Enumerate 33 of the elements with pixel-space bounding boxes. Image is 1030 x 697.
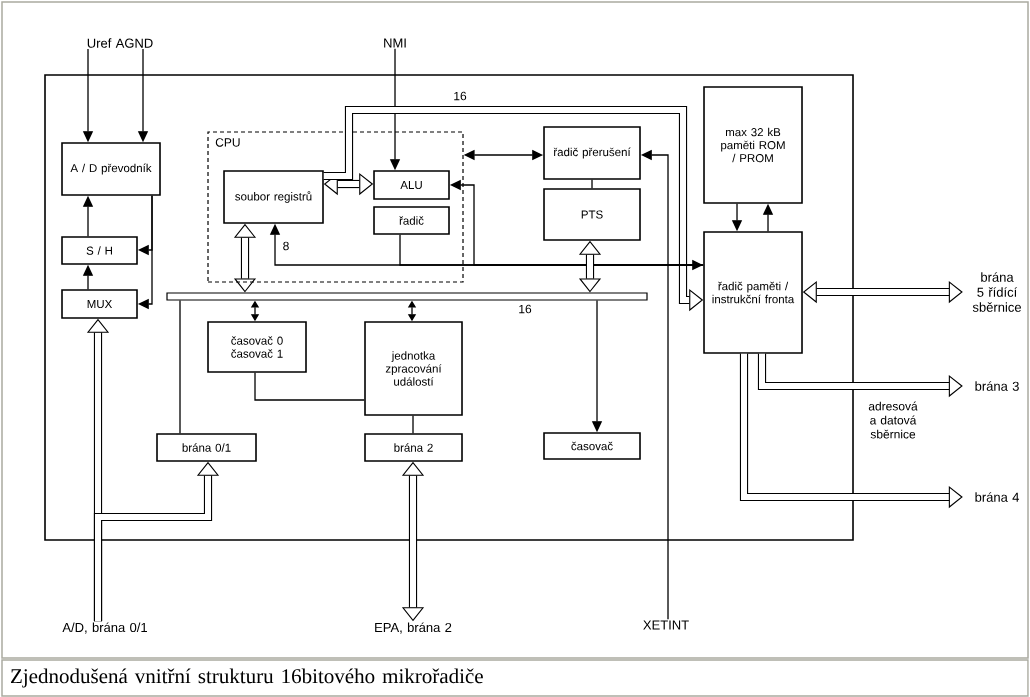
block-box: jednotka zpracování událostí <box>364 321 463 416</box>
connector-line <box>254 372 365 401</box>
block-box: A / D převodník <box>61 142 161 196</box>
bus-bar <box>166 292 648 301</box>
block-box: S / H <box>61 236 138 265</box>
signal-label: XETINT <box>643 620 689 630</box>
block-box: řadič paměti / instrukční fronta <box>703 231 803 354</box>
bus-width-label: 8 <box>283 241 289 251</box>
bus-width-label: 16 <box>454 91 467 101</box>
connector-line <box>412 415 414 434</box>
block-box: MUX <box>61 289 138 319</box>
signal-label: brána 5 řídící sběrnice <box>972 272 1021 312</box>
signal-label: NMI <box>384 38 406 48</box>
block-box: ALU <box>373 170 450 200</box>
signal-label: brána 4 <box>975 492 1020 502</box>
signal-label: brána 3 <box>975 381 1019 391</box>
signal-label: EPA, brána 2 <box>375 622 452 634</box>
block-box: max 32 kB paměti ROM / PROM <box>703 86 803 204</box>
caption-box: Zjednodušená vnitřní strukturu 16bitového mikrořadiče <box>1 659 1029 697</box>
block-box: PTS <box>543 188 641 241</box>
signal-label: Uref AGND <box>87 38 153 48</box>
block-box: brána 0/1 <box>156 433 257 462</box>
block-box: brána 2 <box>364 433 463 462</box>
connector-line <box>179 299 181 434</box>
signal-label: A/D, brána 0/1 <box>62 622 147 634</box>
chip-outline <box>44 74 854 541</box>
block-box: řadič přerušení <box>543 126 641 180</box>
block-box: soubor registrů <box>223 170 324 224</box>
bus-label: adresová a datová sběrnice <box>868 401 918 439</box>
block-box: časovač 0 časovač 1 <box>207 321 307 373</box>
block-box: časovač <box>543 432 641 460</box>
connector-line <box>591 179 593 189</box>
block-box: řadič <box>373 206 450 235</box>
